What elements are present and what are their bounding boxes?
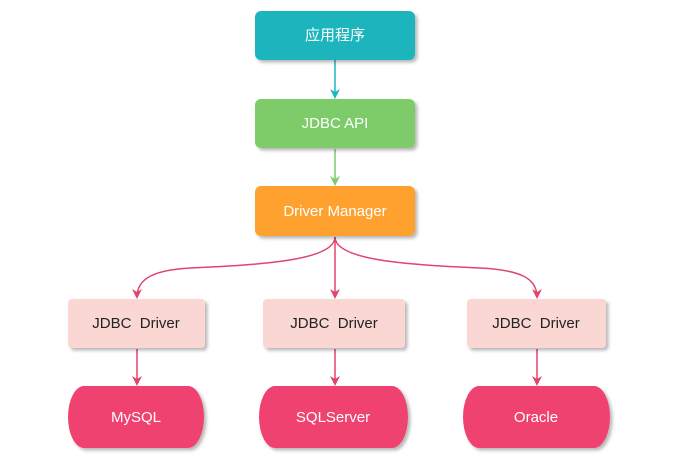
node-application[interactable]: 应用程序	[255, 11, 415, 60]
node-jdbc-api-label: JDBC API	[302, 115, 369, 132]
node-db-oracle-shape	[463, 386, 610, 448]
node-driver-oracle-box	[467, 299, 606, 348]
node-driver-sqlserver[interactable]: JDBC Driver	[263, 299, 405, 348]
node-driver-manager-box	[255, 186, 415, 236]
node-jdbc-api-box	[255, 99, 415, 148]
node-driver-oracle[interactable]: JDBC Driver	[467, 299, 606, 348]
node-db-mysql-label: MySQL	[111, 409, 161, 426]
node-db-oracle-label: Oracle	[514, 409, 558, 426]
node-driver-mysql[interactable]: JDBC Driver	[68, 299, 205, 348]
node-db-sqlserver-label: SQLServer	[296, 409, 370, 426]
edges	[132, 60, 542, 386]
node-db-mysql[interactable]: MySQL	[68, 386, 204, 448]
node-driver-manager-label: Driver Manager	[283, 203, 386, 220]
node-driver-oracle-label: JDBC Driver	[492, 315, 580, 332]
node-driver-mysql-label: JDBC Driver	[92, 315, 180, 332]
node-db-mysql-shape	[68, 386, 204, 448]
edge-manager-to-driver-oracle	[334, 236, 542, 299]
node-driver-sqlserver-label: JDBC Driver	[290, 315, 378, 332]
node-application-box	[255, 11, 415, 60]
node-db-sqlserver[interactable]: SQLServer	[259, 386, 408, 448]
edge-manager-to-driver-mysql	[132, 236, 336, 299]
node-driver-sqlserver-box	[263, 299, 405, 348]
node-db-sqlserver-shape	[259, 386, 408, 448]
node-driver-manager[interactable]: Driver Manager	[255, 186, 415, 236]
node-driver-mysql-box	[68, 299, 205, 348]
node-db-oracle[interactable]: Oracle	[463, 386, 610, 448]
node-application-label: 应用程序	[305, 26, 365, 44]
node-jdbc-api[interactable]: JDBC API	[255, 99, 415, 148]
